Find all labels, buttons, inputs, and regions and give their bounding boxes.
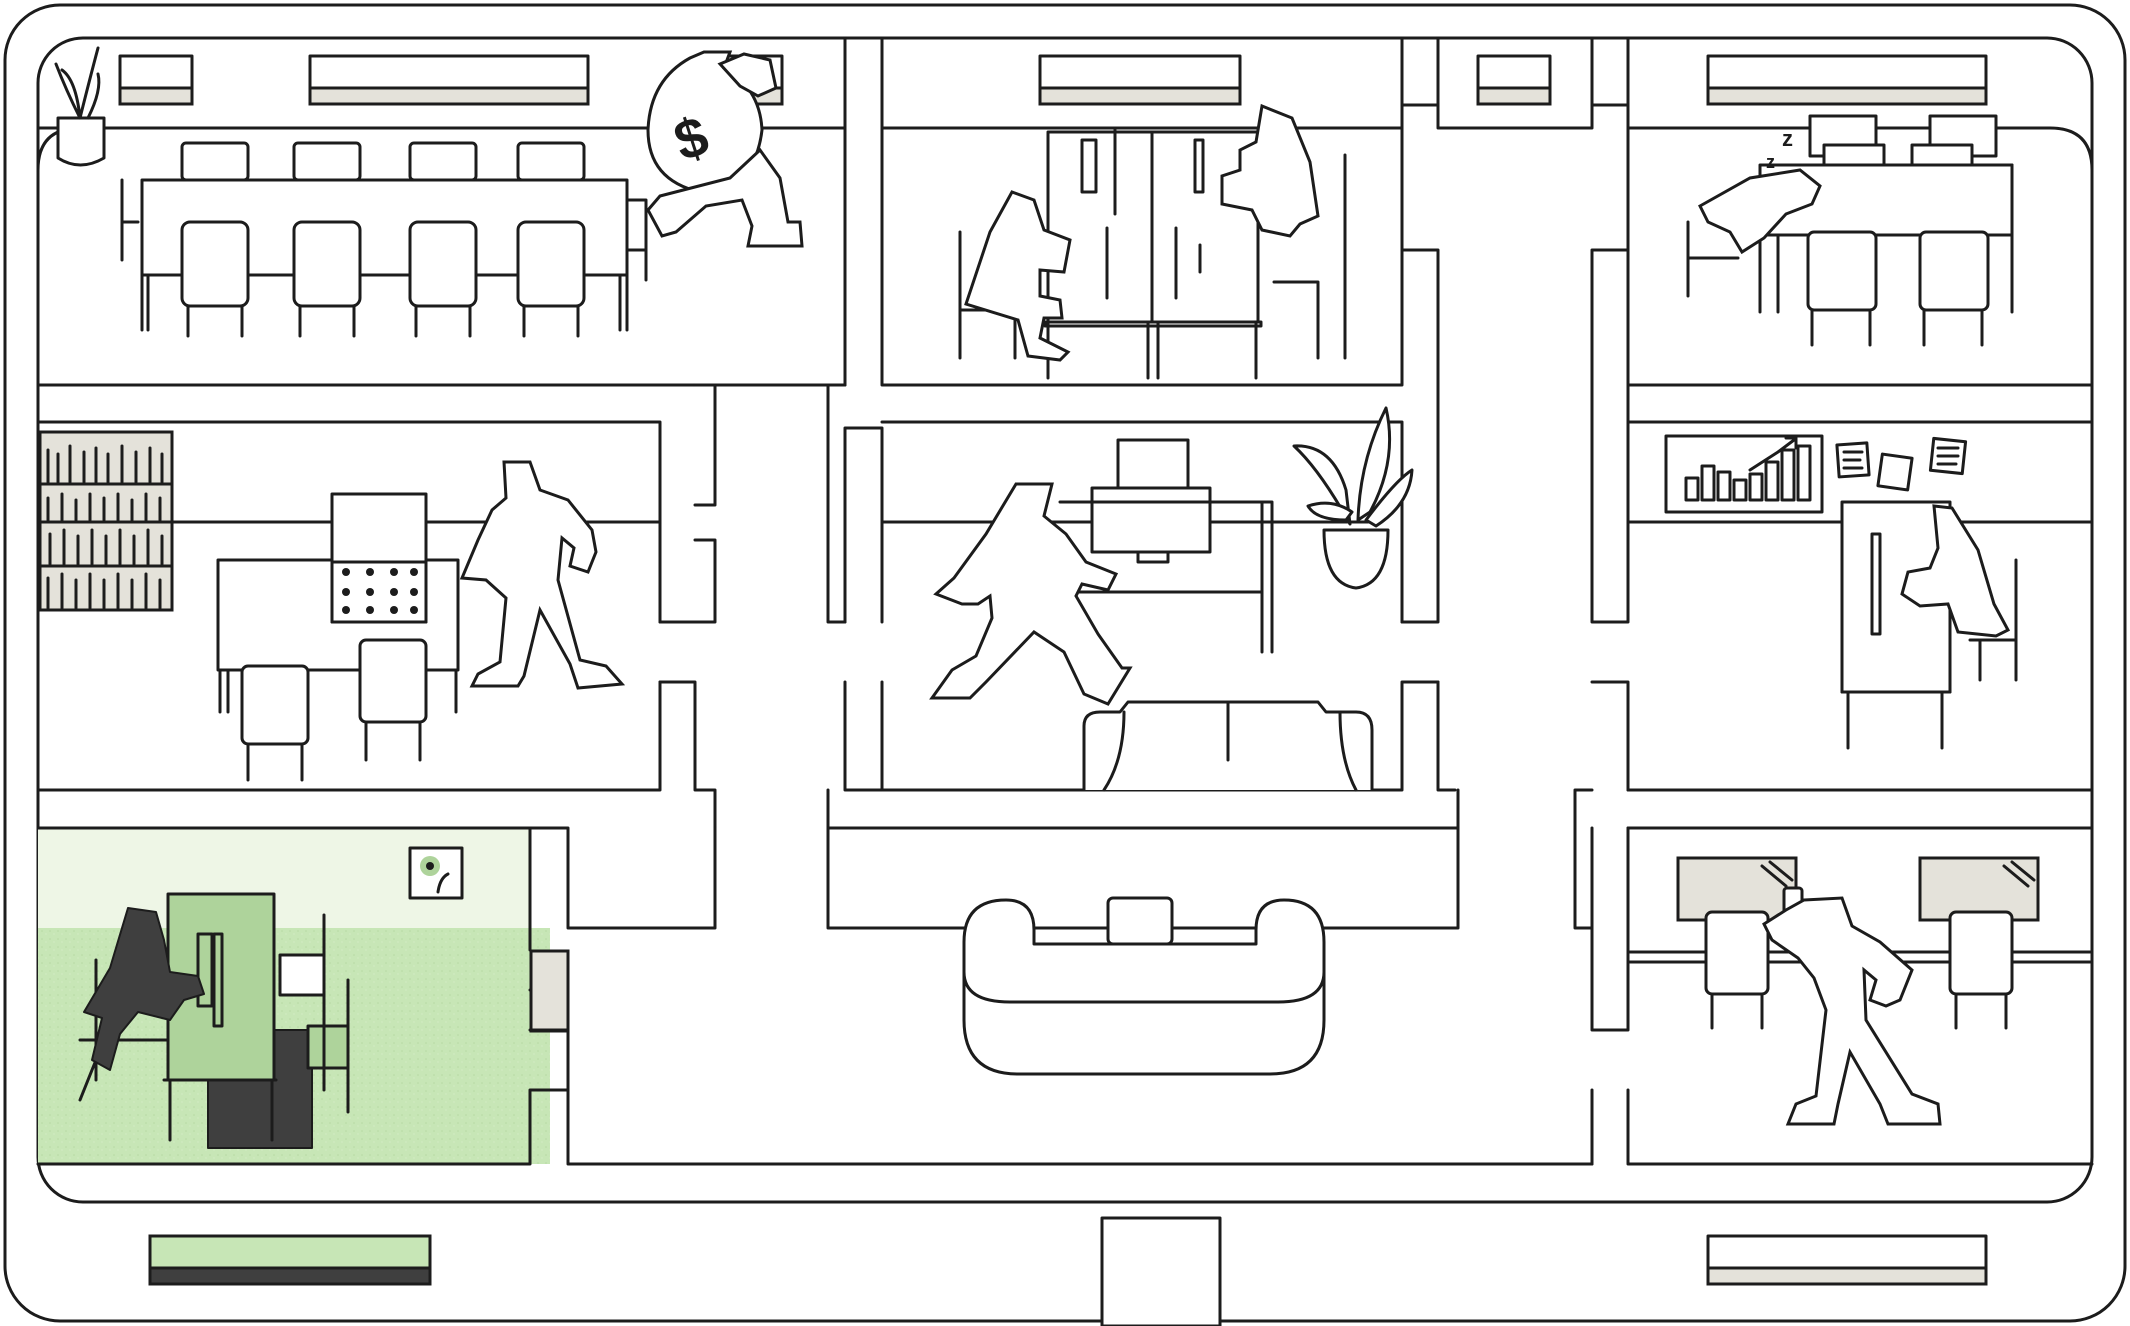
lounge bbox=[929, 406, 1414, 792]
sticky-note-icon bbox=[1835, 436, 1968, 492]
two-person-office bbox=[958, 103, 1347, 380]
sleep-z-1: z bbox=[1782, 126, 1793, 151]
presentation-office bbox=[1664, 434, 2018, 750]
building-outline bbox=[3, 3, 2127, 1323]
reception bbox=[962, 896, 1326, 1076]
potted-plant-icon bbox=[1292, 406, 1414, 590]
bookshelf-icon bbox=[38, 430, 174, 612]
conference-room: $ bbox=[54, 46, 804, 338]
flower-frame-icon bbox=[408, 846, 464, 900]
wall-windows bbox=[118, 54, 1988, 1326]
window-desk-office bbox=[1628, 856, 2092, 1126]
money-bag-icon: $ bbox=[646, 50, 778, 194]
library-office bbox=[38, 430, 626, 782]
sofa-icon bbox=[1082, 700, 1374, 792]
bar-chart-icon bbox=[1684, 436, 1812, 502]
vault-room bbox=[78, 846, 464, 1149]
sleep-z-2: z bbox=[1766, 152, 1775, 172]
sleeping-worker-office: z z bbox=[1686, 114, 2014, 347]
potted-plant-icon bbox=[54, 46, 106, 167]
